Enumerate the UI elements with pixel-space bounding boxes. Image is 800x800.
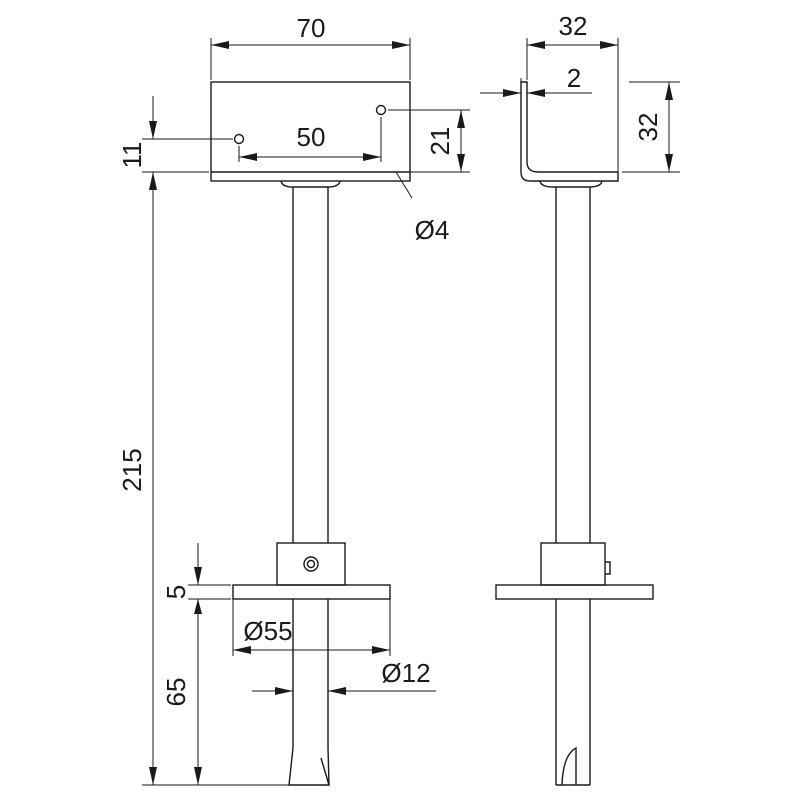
dim-plate-width-label: 70: [297, 13, 326, 43]
dim-bottom-length-label: 65: [161, 678, 191, 707]
dim-disc-thickness-label: 5: [161, 585, 191, 599]
front-set-screw-outer: [303, 556, 319, 572]
dim-disc-diameter-label: Ø55: [243, 616, 292, 646]
front-top-plate: [210, 81, 411, 182]
side-set-screw: [605, 561, 611, 575]
side-view: [495, 81, 654, 786]
dim-hole-diameter-label: Ø4: [415, 215, 450, 245]
dim-plate-thickness-label: 2: [567, 63, 581, 93]
dim-hole-spacing-label: 50: [297, 122, 326, 152]
dim-hole-offset-right-label: 21: [425, 127, 455, 156]
side-weld-bead: [539, 180, 603, 188]
dim-side-height-label: 32: [633, 113, 663, 142]
front-view: [210, 81, 411, 786]
dim-total-length-label: 215: [117, 448, 147, 491]
dim-side-width-label: 32: [559, 11, 588, 41]
dim-rod-diameter-label: Ø12: [381, 658, 430, 688]
front-hole-left: [233, 133, 245, 145]
front-rod-cut-end: [288, 747, 330, 786]
side-collar: [540, 542, 606, 586]
side-angle-plate: [520, 81, 619, 182]
front-weld-bead: [280, 180, 341, 188]
side-disc: [495, 584, 654, 600]
side-rod-cut-end: [561, 746, 577, 786]
front-hole-right: [375, 104, 387, 116]
front-disc: [232, 584, 391, 600]
front-set-screw-inner: [306, 559, 316, 569]
dimension-lines: [142, 38, 680, 786]
front-collar: [276, 542, 346, 586]
dim-hole-offset-bottom-label: 11: [117, 142, 147, 169]
